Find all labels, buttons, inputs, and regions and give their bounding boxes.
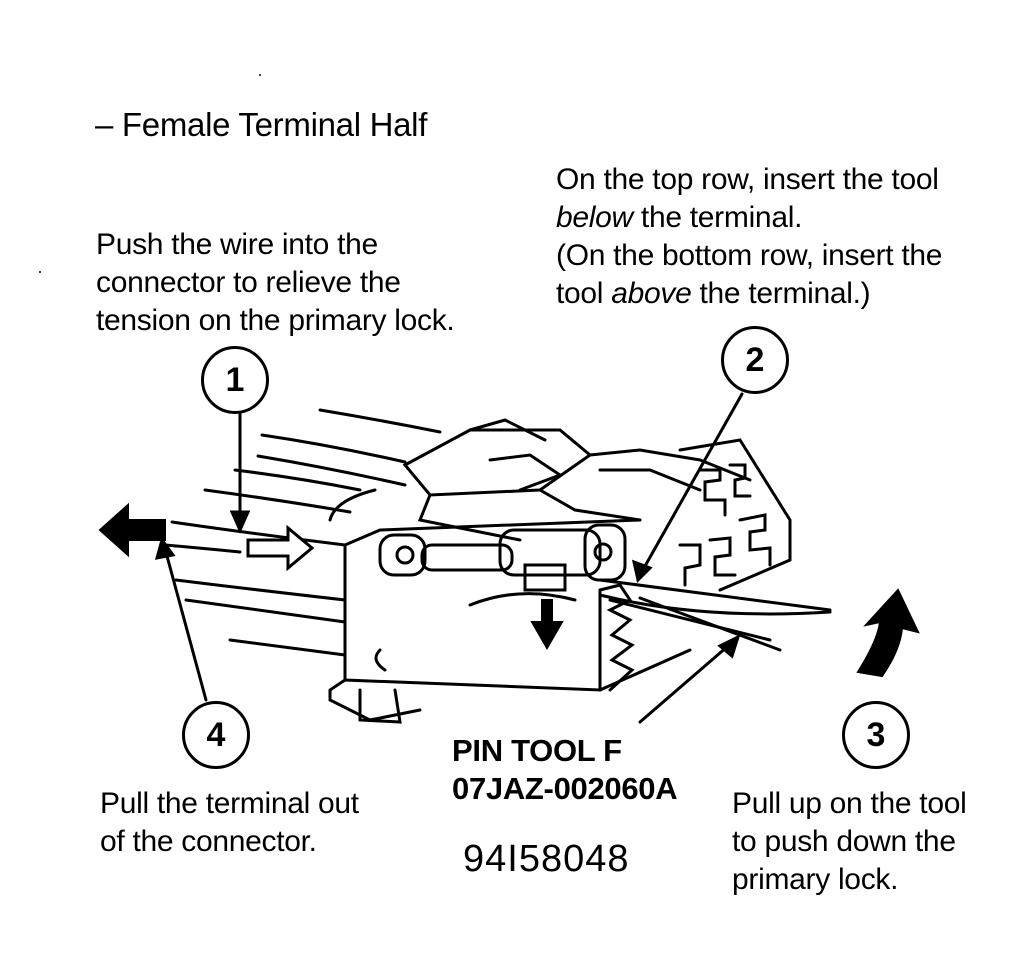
push-arrow [246,524,315,572]
wire-line [184,598,347,624]
callout-2: 2 [721,326,789,394]
pin-tool-part-number: 07JAZ-002060A [452,771,678,806]
step-1-line: tension on the primary lock. [96,304,455,337]
wire-line [256,454,407,487]
arrowhead [717,634,741,659]
terminal-lock [593,542,613,562]
wire-line [203,488,352,514]
main-housing [374,648,387,672]
pull-arrow [98,502,166,558]
figure-number: 94I58048 [463,838,630,880]
rear-housing [588,448,752,482]
step-2-line: On the top row, insert the tool [556,163,939,196]
pin-tool-label: PIN TOOL F 07JAZ-002060A [452,732,678,808]
step-3-line: primary lock. [732,863,899,896]
pin-tool [598,593,832,616]
callout-4: 4 [182,701,250,769]
rear-housing [402,428,593,497]
right-connector-block [738,513,772,567]
right-connector-block [728,463,752,498]
step-2-line: the terminal.) [691,277,871,310]
step-2-line: the terminal. [632,201,803,234]
right-connector-block [678,438,792,592]
main-housing [343,518,642,547]
main-housing [598,583,635,692]
step-3-line: to push down the [732,825,956,858]
rear-housing [468,418,547,442]
step-4-line: of the connector. [100,825,317,858]
pin-tool [598,578,832,612]
step-1-line: Push the wire into the [96,228,378,261]
pin-tool [638,596,782,652]
emphasis-above: above [611,277,692,310]
main-housing [343,543,602,692]
leader-line-tool [638,638,737,724]
arrowhead [631,559,653,583]
step-2-line: (On the bottom row, insert the [556,239,943,272]
wire-line [174,578,347,602]
step-4-line: Pull the terminal out [100,787,359,820]
step-1-line: connector to relieve the [96,266,401,299]
terminal [583,523,627,582]
rear-housing [538,488,642,522]
terminal-lock [395,545,415,565]
wire-line [170,520,347,547]
emphasis-below: below [556,201,633,234]
right-connector-block [678,543,702,587]
terminal [420,543,514,572]
step-2-instruction: On the top row, insert the tool below th… [556,161,942,313]
right-connector-block [708,536,737,577]
step-1-instruction: Push the wire into the connector to reli… [96,226,455,340]
step-3-line: Pull up on the tool [732,787,967,820]
main-housing [598,648,692,692]
wire-line [318,408,442,434]
pin-tool [608,598,772,642]
pull-up-arrow [856,588,920,678]
right-connector-block [698,468,727,517]
callout-1: 1 [201,346,269,414]
terminal [498,528,602,577]
step-3-instruction: Pull up on the tool to push down the pri… [732,785,967,899]
figure-title: – Female Terminal Half [95,106,428,143]
terminal [378,533,427,577]
pin-tool-name: PIN TOOL F [452,733,622,768]
rear-housing [598,468,702,492]
wire-line [228,638,347,657]
arrowhead [154,536,176,560]
callout-3: 3 [842,701,910,769]
arrowhead [229,510,251,534]
rear-housing [417,493,522,542]
wire-line [260,433,407,464]
primary-lock [523,563,567,592]
main-housing [328,488,377,522]
primary-lock [468,592,577,607]
leader-line-4 [162,543,208,702]
wire-line [233,468,362,492]
main-housing [328,678,422,722]
push-down-arrow [530,599,564,651]
wire-line [163,543,242,554]
leader-line-2 [638,392,744,577]
rear-housing [488,453,564,492]
main-housing [358,688,402,724]
step-4-instruction: Pull the terminal out of the connector. [100,785,359,861]
step-2-line: tool [556,277,612,310]
